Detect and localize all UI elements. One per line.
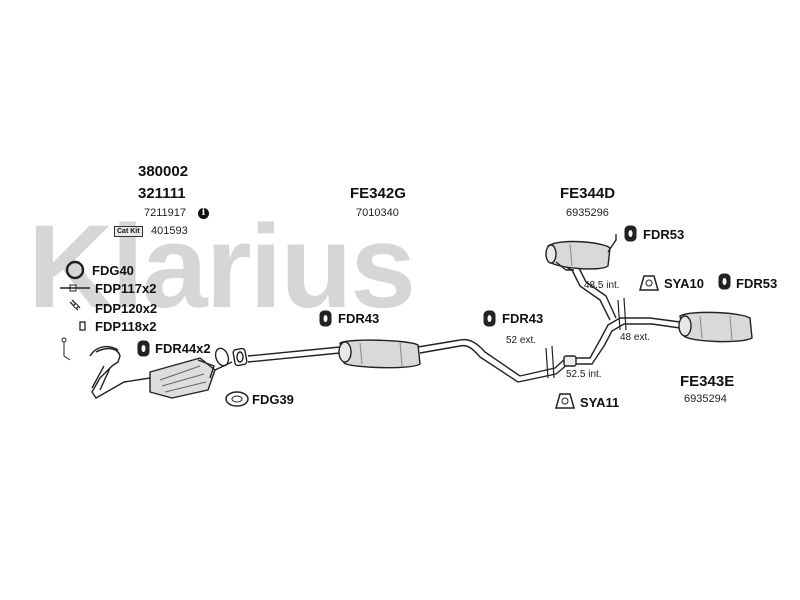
watermark-logo: Klarius	[28, 201, 416, 333]
flange-ring	[214, 347, 230, 367]
cat-kit-badge: Cat Kit	[114, 226, 143, 237]
front-silencer-oe: 7010340	[356, 207, 399, 219]
front-silencer	[338, 339, 421, 369]
dimension-48-ext: 48 ext.	[620, 332, 651, 343]
rear-silencer-code: FE343E	[680, 373, 735, 390]
fdr43-label-a: FDR43	[338, 311, 380, 326]
fdg40-label: FDG40	[92, 263, 134, 278]
fdr43-label-b: FDR43	[502, 311, 544, 326]
fdp117-label: FDP117x2	[95, 281, 157, 296]
fdr53-rubber-icon-right	[718, 273, 731, 290]
fdg39-label: FDG39	[252, 392, 294, 407]
fdp120-spring-icon	[69, 299, 81, 311]
mid-silencer	[545, 240, 611, 270]
fdr43-rubber-icon-b	[483, 310, 496, 327]
joint-marker-48	[617, 297, 627, 331]
dimension-48-5-int: 48.5 int.	[584, 280, 620, 291]
fdr43-rubber-icon-a	[319, 310, 332, 327]
fdg39-gasket-icon	[225, 391, 249, 407]
rear-silencer	[678, 311, 753, 343]
fdg40-gasket-icon	[65, 260, 85, 280]
cat-oe-number-2: 401593	[151, 225, 188, 237]
cat-code-1: 380002	[138, 163, 189, 180]
mid-silencer-oe: 6935296	[566, 207, 609, 219]
fdr53-label-top: FDR53	[643, 227, 685, 242]
info-icon[interactable]: i	[198, 208, 209, 219]
fdr53-label-right: FDR53	[736, 276, 778, 291]
fdp117-bolt-icon	[60, 284, 90, 292]
fdr44-rubber-icon	[137, 340, 150, 357]
fdr44-label: FDR44x2	[155, 341, 211, 356]
sensor-icon	[61, 337, 71, 361]
sya10-bracket-icon	[639, 275, 659, 291]
mid-silencer-code: FE344D	[560, 185, 616, 202]
fdp118-nut-icon	[79, 321, 86, 331]
dimension-52-ext: 52 ext.	[506, 335, 537, 346]
downpipe	[91, 347, 151, 399]
sya11-bracket-icon	[555, 393, 575, 409]
fdr53-rubber-icon-top	[624, 225, 637, 242]
cat-oe-number-1: 7211917	[144, 207, 187, 219]
front-silencer-code: FE342G	[350, 185, 406, 202]
fdp118-label: FDP118x2	[95, 319, 157, 334]
rear-silencer-oe: 6935294	[684, 393, 727, 405]
sya11-label: SYA11	[580, 395, 620, 410]
dimension-52-5-int: 52.5 int.	[566, 369, 602, 380]
joint-marker-52	[545, 345, 555, 379]
cat-code-2: 321111	[138, 185, 186, 202]
sya10-label: SYA10	[664, 276, 704, 291]
fdp120-label: FDP120x2	[95, 301, 158, 316]
